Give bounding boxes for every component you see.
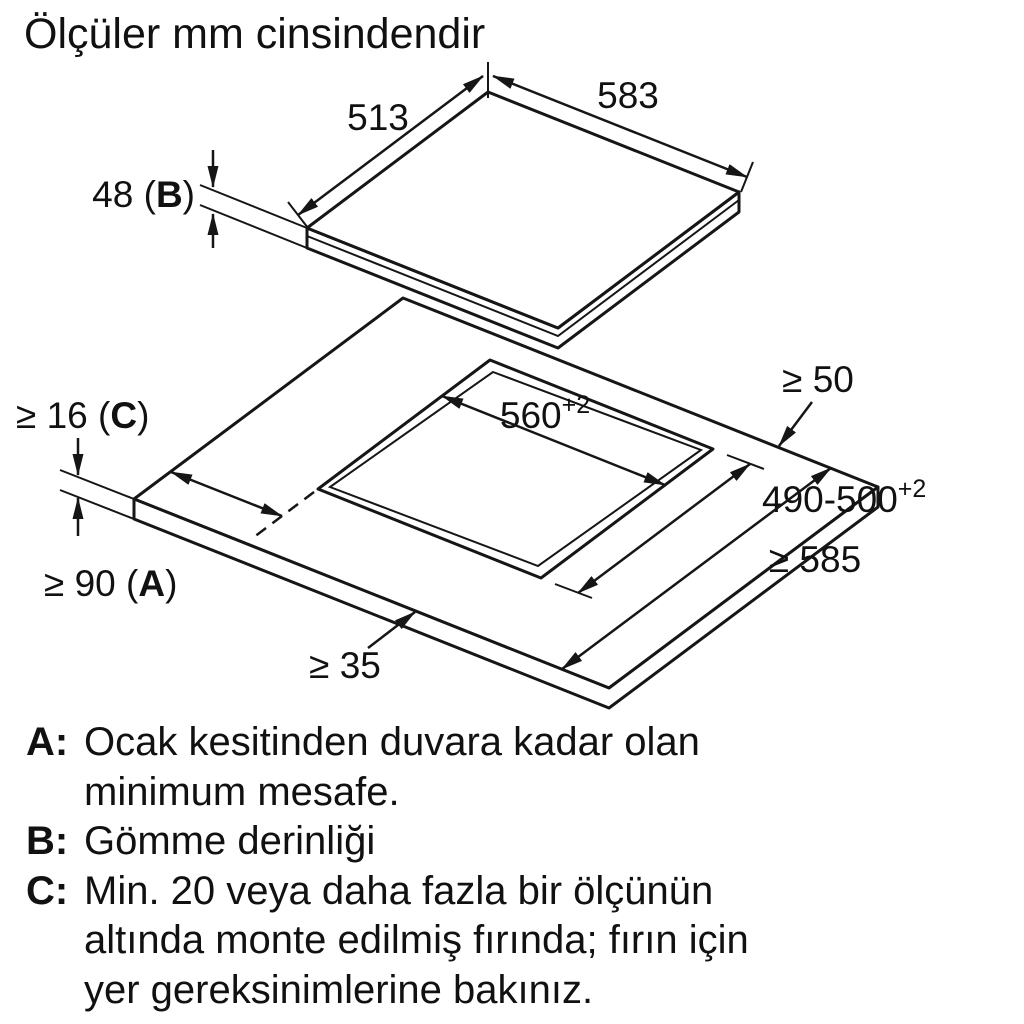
legend-letter-a: A: <box>26 720 69 764</box>
dim-583: 583 <box>492 74 754 193</box>
legend: A: Ocak kesitinden duvara kadar olan min… <box>26 718 926 1016</box>
hob-glass-edge <box>306 199 740 338</box>
dim-90-a: ≥ 90 (A) <box>44 470 283 604</box>
extension-line-lower <box>199 204 308 249</box>
legend-text-a: Ocak kesitinden duvara kadar olan minimu… <box>84 720 700 814</box>
dim-16-label: ≥ 16 (C) <box>16 395 149 436</box>
dim-90-arrow <box>170 470 283 518</box>
legend-letter-b: B: <box>26 819 69 864</box>
dim-513-arrow <box>297 75 484 216</box>
dim-90-label: ≥ 90 (A) <box>44 563 177 604</box>
dim-513: 513 <box>287 62 489 229</box>
arrow-to-front-edge <box>367 611 416 649</box>
legend-item-b: B: Gömme derinliği <box>26 817 926 867</box>
extension-line-upper <box>199 184 308 229</box>
legend-item-a: A: Ocak kesitinden duvara kadar olan min… <box>26 718 926 817</box>
dim-560-label: 560+2 <box>500 391 590 436</box>
dim-35: ≥ 35 <box>309 611 416 686</box>
dim-560: 560+2 <box>441 391 666 487</box>
dim-585: ≥ 585 <box>561 466 861 671</box>
dim-490-label: 490-500+2 <box>762 475 926 520</box>
arrow-to-back-edge <box>778 401 813 447</box>
legend-text-c: Min. 20 veya daha fazla bir ölçünün altı… <box>84 868 749 1012</box>
dim-50: ≥ 50 <box>778 359 854 447</box>
extension-tick-upper <box>726 454 765 470</box>
dim-583-arrow <box>492 74 748 179</box>
dim-48-b: 48 (B) <box>92 150 308 249</box>
extension-line-upper <box>59 469 135 500</box>
dim-35-label: ≥ 35 <box>309 645 381 686</box>
legend-letter-c: C: <box>26 868 69 913</box>
legend-text-b: Gömme derinliği <box>84 819 376 864</box>
dim-16-c: ≥ 16 (C) <box>16 395 149 536</box>
dim-513-label: 513 <box>347 97 409 138</box>
dim-48-label: 48 (B) <box>92 174 195 215</box>
legend-item-c: C: Min. 20 veya daha fazla bir ölçünün a… <box>26 867 926 1016</box>
dim-50-label: ≥ 50 <box>782 359 854 400</box>
dim-583-label: 583 <box>597 75 659 116</box>
installation-diagram: Ölçüler mm cinsindendir 513 583 48 ( <box>16 10 926 710</box>
dim-585-arrow <box>561 466 832 671</box>
dashed-reference-line <box>249 359 491 541</box>
page-title: Ölçüler mm cinsindendir <box>24 10 485 58</box>
dim-585-label: ≥ 585 <box>769 539 861 580</box>
extension-line-lower <box>59 489 135 520</box>
